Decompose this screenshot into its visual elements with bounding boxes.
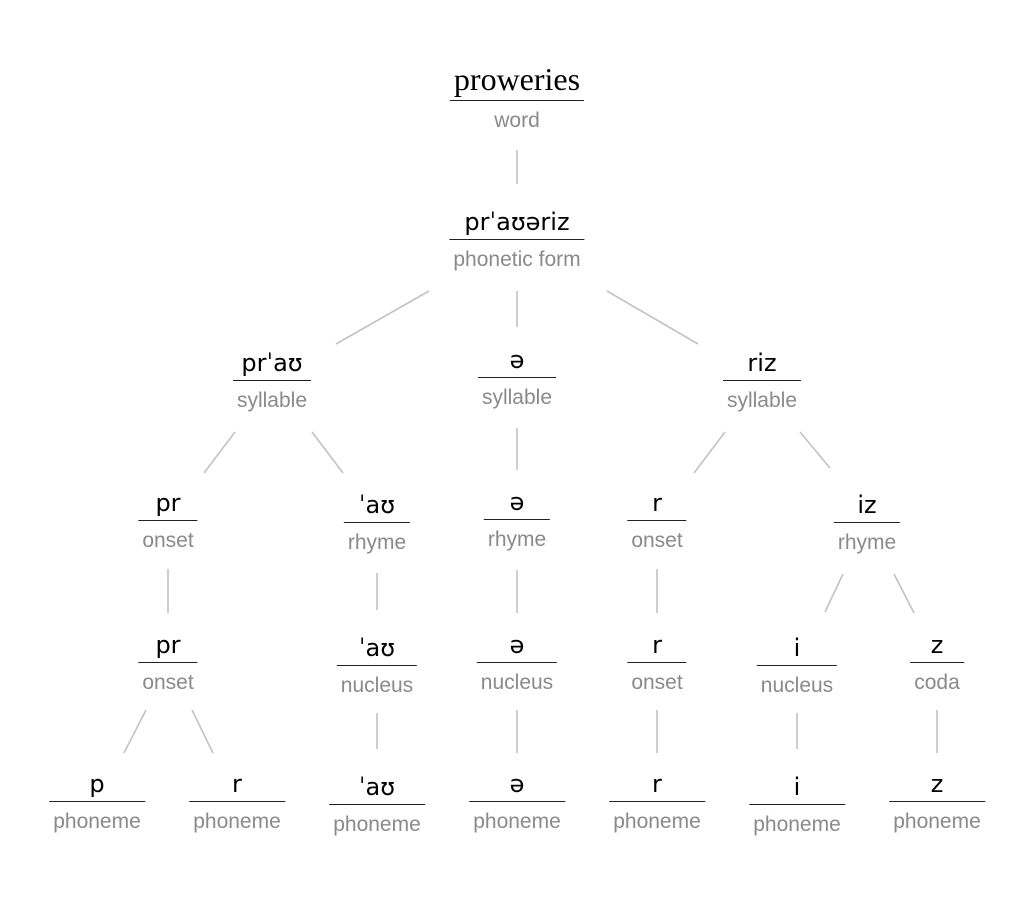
- node-value: riz: [722, 350, 802, 381]
- node-label: nucleus: [480, 671, 554, 694]
- edge: [799, 431, 831, 469]
- node-value: r: [189, 771, 285, 802]
- node-label: nucleus: [340, 674, 414, 697]
- node-label: word: [494, 109, 540, 132]
- edge: [893, 573, 915, 614]
- node-label: phoneme: [53, 810, 141, 833]
- node-phoneme: z phoneme: [889, 771, 985, 834]
- edge: [191, 709, 214, 754]
- node-value: prˈaʊəriz: [449, 209, 585, 240]
- edge: [693, 431, 726, 474]
- node-syllable: riz syllable: [722, 350, 802, 413]
- node-rhyme: ˈaʊ rhyme: [343, 492, 411, 555]
- node-onset: pr onset: [138, 632, 198, 695]
- node-value: p: [49, 771, 145, 802]
- node-nucleus: i nucleus: [756, 635, 838, 698]
- node-syllable: ə syllable: [477, 347, 557, 410]
- node-value: ˈaʊ: [329, 774, 425, 805]
- node-label: phoneme: [193, 810, 281, 833]
- node-label: coda: [914, 671, 960, 694]
- node-value: ˈaʊ: [336, 635, 418, 666]
- node-value: ə: [476, 632, 558, 663]
- node-label: phoneme: [333, 813, 421, 836]
- edge: [123, 709, 147, 754]
- node-label: onset: [631, 529, 683, 552]
- node-label: phoneme: [613, 810, 701, 833]
- node-label: rhyme: [347, 531, 407, 554]
- node-syllable: prˈaʊ syllable: [232, 350, 312, 413]
- edge: [203, 431, 236, 474]
- node-label: phoneme: [753, 813, 841, 836]
- node-phoneme: ə phoneme: [469, 771, 565, 834]
- node-label: syllable: [726, 389, 798, 412]
- edge: [335, 290, 430, 345]
- edge: [606, 290, 699, 345]
- node-label: rhyme: [487, 528, 547, 551]
- node-value: ə: [469, 771, 565, 802]
- edge: [311, 431, 344, 474]
- node-value: pr: [138, 490, 198, 521]
- node-word: proweries word: [449, 63, 585, 133]
- node-onset: r onset: [627, 490, 687, 553]
- node-label: onset: [142, 671, 194, 694]
- node-phoneme: i phoneme: [749, 774, 845, 837]
- node-label: syllable: [236, 389, 308, 412]
- node-value: r: [627, 490, 687, 521]
- node-label: nucleus: [760, 674, 834, 697]
- node-value: iz: [833, 492, 901, 523]
- node-value: ˈaʊ: [343, 492, 411, 523]
- node-value: z: [889, 771, 985, 802]
- node-phoneme: p phoneme: [49, 771, 145, 834]
- node-label: onset: [631, 671, 683, 694]
- node-phonetic-form: prˈaʊəriz phonetic form: [449, 209, 585, 272]
- node-phoneme: ˈaʊ phoneme: [329, 774, 425, 837]
- node-value: proweries: [449, 63, 585, 101]
- node-label: rhyme: [837, 531, 897, 554]
- node-rhyme: ə rhyme: [483, 489, 551, 552]
- node-value: i: [749, 774, 845, 805]
- node-label: syllable: [481, 386, 553, 409]
- edge: [824, 573, 844, 613]
- node-phoneme: r phoneme: [189, 771, 285, 834]
- node-onset: r onset: [627, 632, 687, 695]
- node-value: pr: [138, 632, 198, 663]
- node-value: prˈaʊ: [232, 350, 312, 381]
- node-value: r: [609, 771, 705, 802]
- node-nucleus: ə nucleus: [476, 632, 558, 695]
- node-value: ə: [477, 347, 557, 378]
- node-value: ə: [483, 489, 551, 520]
- node-label: phoneme: [473, 810, 561, 833]
- node-coda: z coda: [910, 632, 964, 695]
- node-rhyme: iz rhyme: [833, 492, 901, 555]
- node-label: phonetic form: [453, 248, 581, 271]
- node-value: r: [627, 632, 687, 663]
- node-onset: pr onset: [138, 490, 198, 553]
- node-nucleus: ˈaʊ nucleus: [336, 635, 418, 698]
- node-value: i: [756, 635, 838, 666]
- node-phoneme: r phoneme: [609, 771, 705, 834]
- node-value: z: [910, 632, 964, 663]
- node-label: onset: [142, 529, 194, 552]
- node-label: phoneme: [893, 810, 981, 833]
